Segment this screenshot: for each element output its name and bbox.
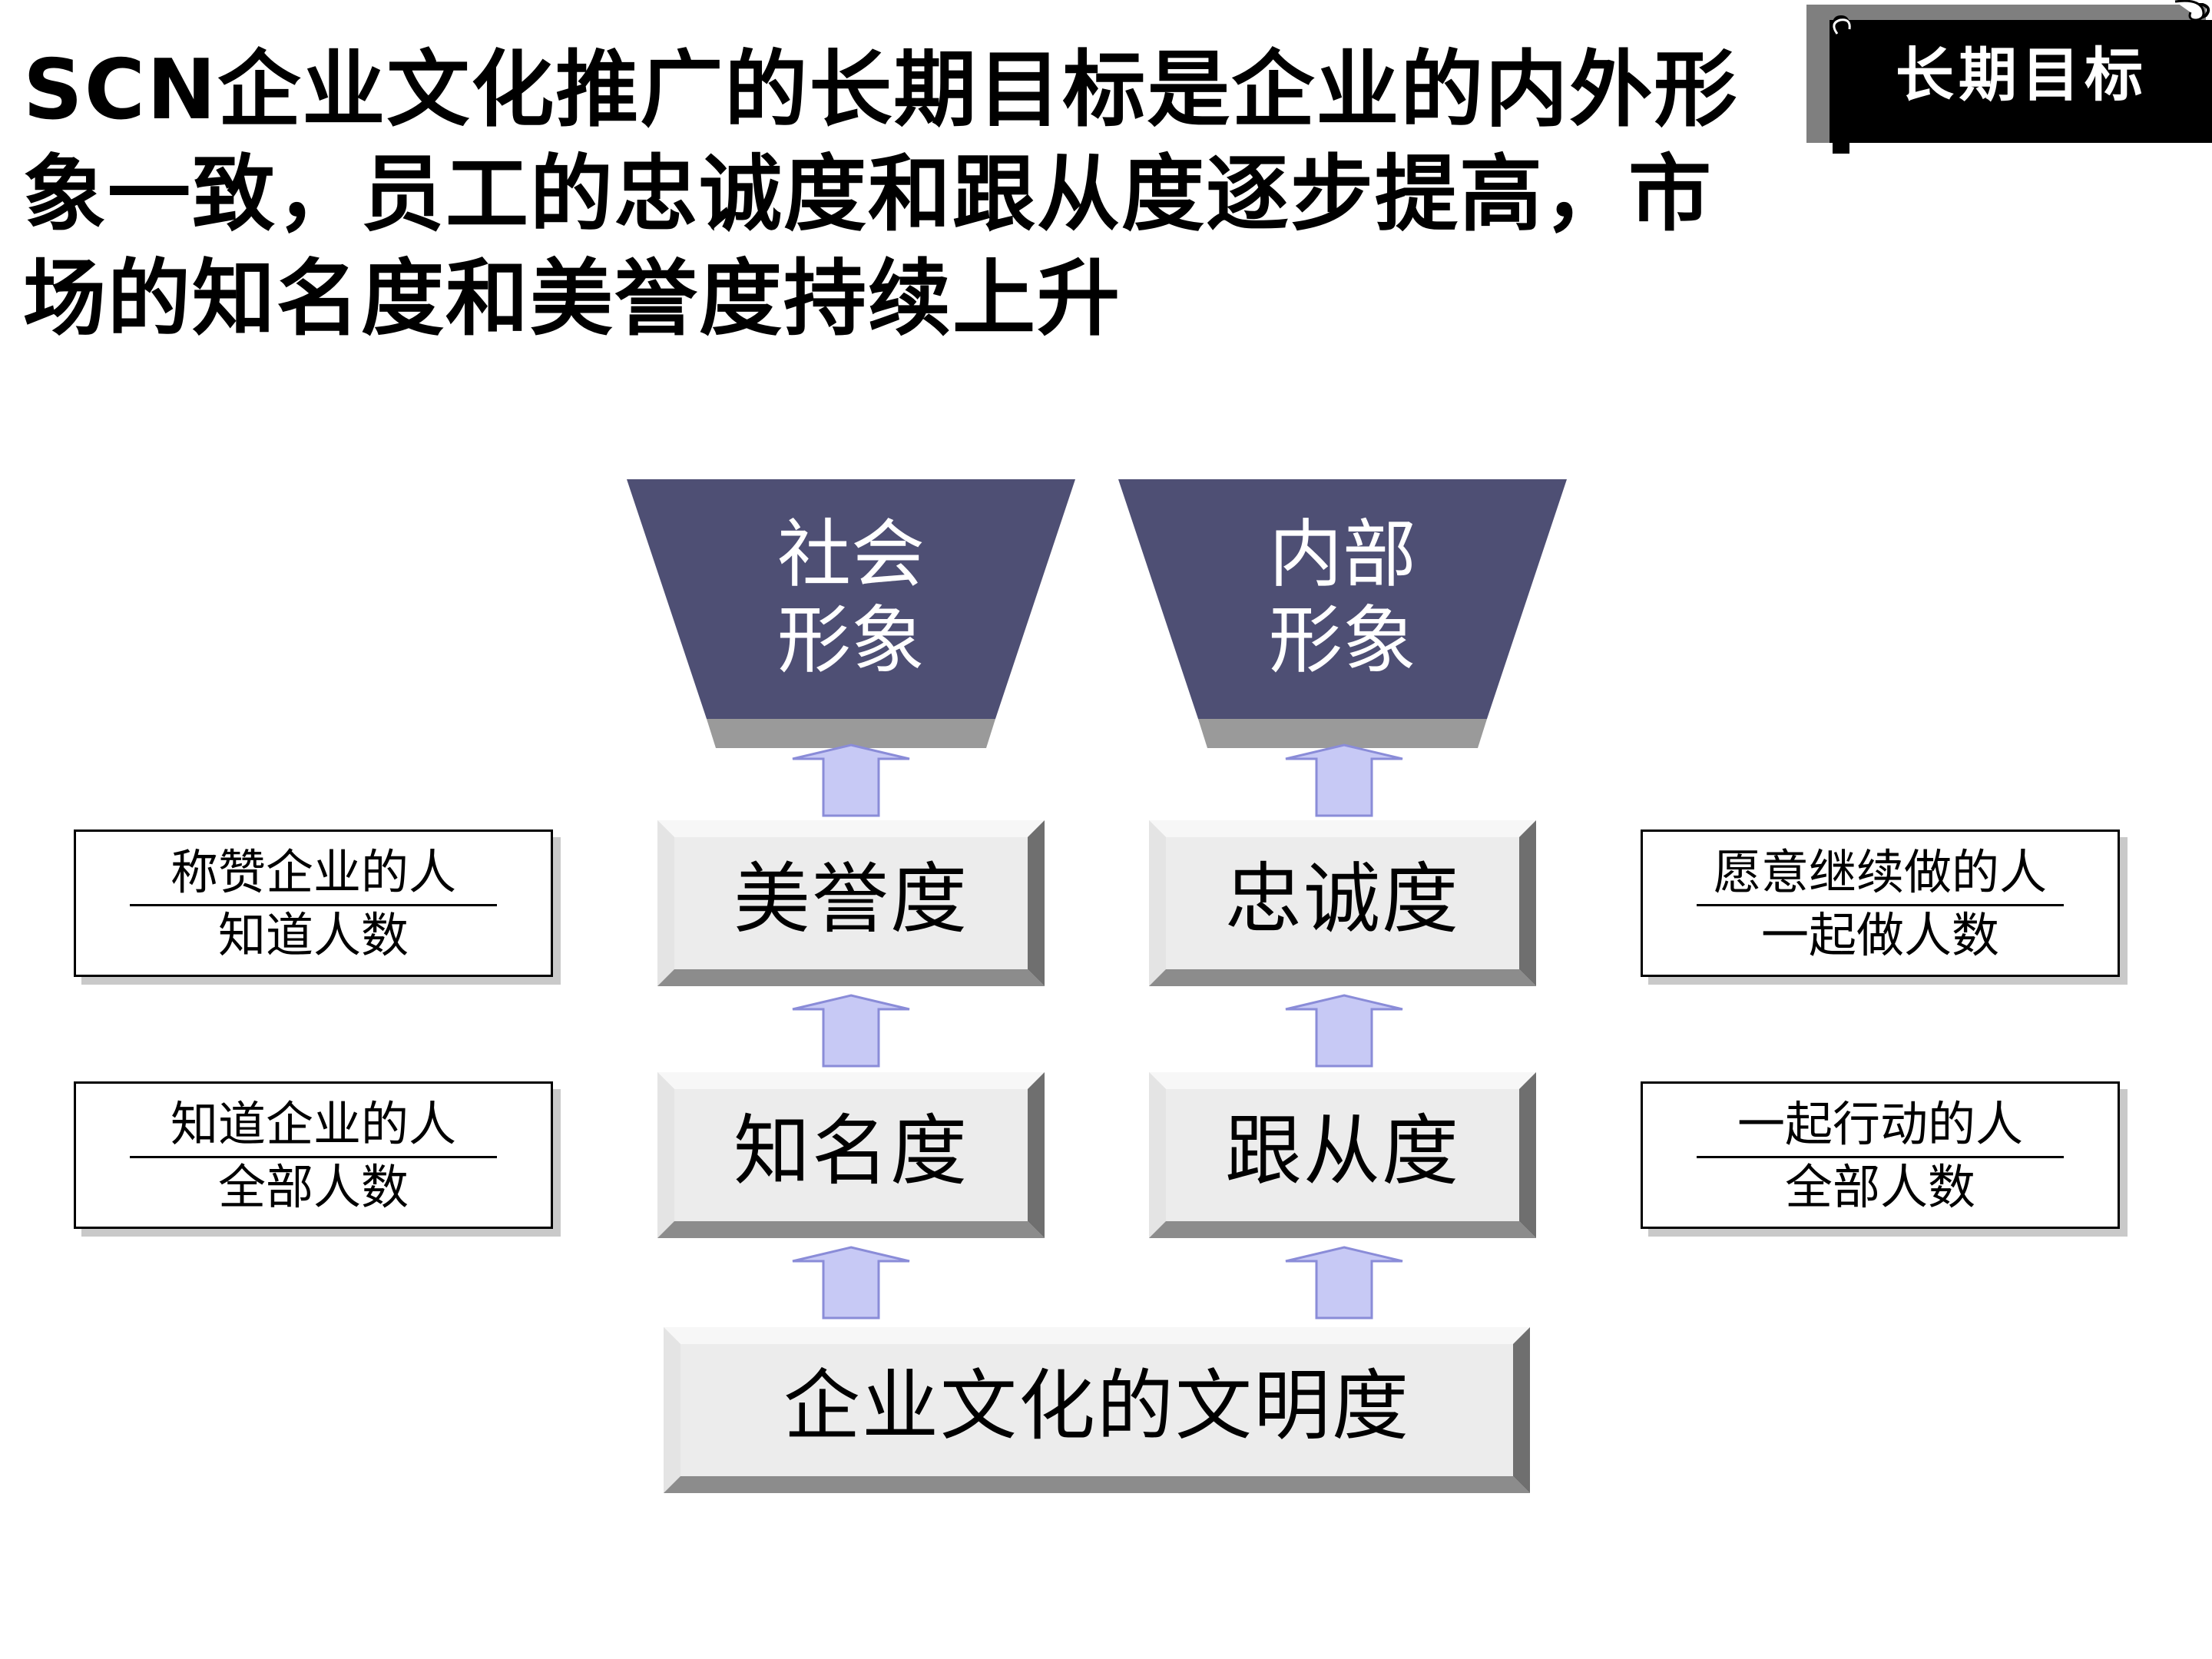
fraction-line: [130, 1156, 497, 1158]
fraction-line: [130, 904, 497, 906]
loyalty-formula-box: 愿意继续做的人 一起做人数: [1641, 830, 2120, 977]
page-title: SCN企业文化推广的长期目标是企业的内外形象一致，员工的忠诚度和跟从度逐步提高，…: [23, 42, 1739, 347]
badge-label: 长期目标: [1896, 41, 2147, 109]
scroll-banner-icon: [1806, 0, 2212, 154]
followership-box: 跟从度: [1149, 1072, 1536, 1238]
up-arrow-icon: [790, 743, 912, 817]
funnel-line-2: 形象: [1269, 598, 1416, 684]
formula-numerator: 称赞企业的人: [170, 844, 456, 900]
loyalty-label: 忠诚度: [1225, 854, 1460, 945]
formula-numerator: 一起行动的人: [1737, 1096, 2023, 1152]
social-image-funnel: 社会 形象: [627, 479, 1075, 750]
up-arrow-icon: [790, 1246, 912, 1320]
internal-image-funnel: 内部 形象: [1118, 479, 1567, 750]
fraction-line: [1697, 904, 2064, 906]
long-term-goal-badge: 长期目标: [1806, 0, 2212, 154]
civilization-label: 企业文化的文明度: [783, 1361, 1410, 1452]
up-arrow-icon: [1283, 994, 1406, 1068]
formula-denominator: 知道人数: [217, 907, 409, 963]
up-arrow-icon: [1283, 1246, 1406, 1320]
fraction-line: [1697, 1156, 2064, 1158]
awareness-formula-box: 知道企业的人 全部人数: [74, 1081, 553, 1229]
funnel-line-1: 内部: [1269, 512, 1416, 598]
followership-formula-box: 一起行动的人 全部人数: [1641, 1081, 2120, 1229]
funnel-line-1: 社会: [777, 512, 925, 598]
reputation-label: 美誉度: [733, 854, 969, 945]
up-arrow-icon: [790, 994, 912, 1068]
formula-denominator: 一起做人数: [1760, 907, 1999, 963]
loyalty-box: 忠诚度: [1149, 820, 1536, 986]
culture-civilization-box: 企业文化的文明度: [664, 1327, 1530, 1493]
reputation-box: 美誉度: [657, 820, 1045, 986]
awareness-label: 知名度: [733, 1106, 969, 1197]
up-arrow-icon: [1283, 743, 1406, 817]
awareness-box: 知名度: [657, 1072, 1045, 1238]
formula-numerator: 知道企业的人: [170, 1096, 456, 1152]
formula-denominator: 全部人数: [217, 1159, 409, 1215]
reputation-formula-box: 称赞企业的人 知道人数: [74, 830, 553, 977]
formula-numerator: 愿意继续做的人: [1713, 844, 2047, 900]
formula-denominator: 全部人数: [1784, 1159, 1975, 1215]
funnel-line-2: 形象: [777, 598, 925, 684]
followership-label: 跟从度: [1225, 1106, 1460, 1197]
